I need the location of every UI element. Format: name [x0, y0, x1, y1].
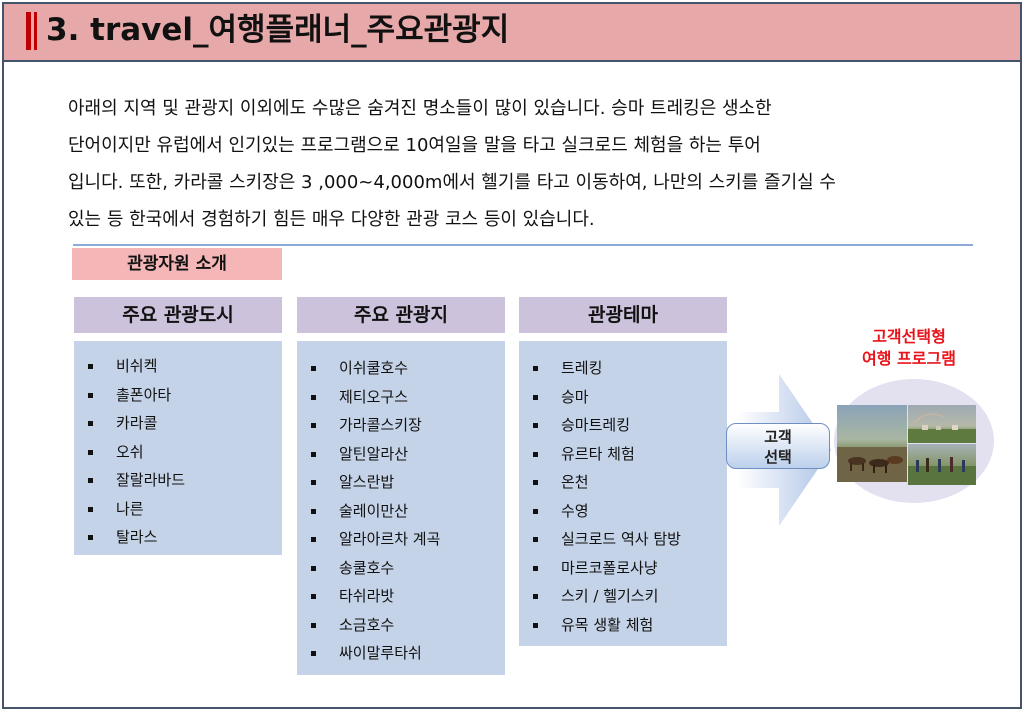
- riders-photo: [908, 444, 976, 485]
- list-item: 비쉬켁: [74, 352, 282, 381]
- intro-line: 단어이지만 유럽에서 인기있는 프로그램으로 10여일을 말을 타고 실크로드 …: [68, 135, 761, 156]
- landscape-photo: [908, 405, 976, 443]
- list-item: 이쉬쿨호수: [297, 354, 505, 383]
- column-header-themes: 관광테마: [519, 297, 727, 333]
- title-bar: 3. travel_여행플래너_주요관광지: [4, 4, 1020, 62]
- list-item: 알라아르차 계곡: [297, 525, 505, 554]
- list-item: 승마: [519, 383, 727, 412]
- intro-line: 있는 등 한국에서 경험하기 힘든 매우 다양한 관광 코스 등이 있습니다.: [68, 209, 595, 230]
- list-item: 잘랄라바드: [74, 466, 282, 495]
- list-item: 스키 / 헬기스키: [519, 582, 727, 611]
- program-title-line2: 여행 프로그램: [862, 349, 956, 368]
- divider: [73, 244, 973, 246]
- list-item: 싸이말루타쉬: [297, 639, 505, 668]
- list-item: 탈라스: [74, 523, 282, 552]
- program-title: 고객선택형 여행 프로그램: [834, 326, 984, 370]
- list-item: 실크로드 역사 탐방: [519, 525, 727, 554]
- theme-list: 트레킹 승마 승마트레킹 유르타 체험 온천 수영 실크로드 역사 탐방 마르코…: [519, 354, 727, 639]
- list-item: 촐폰아타: [74, 381, 282, 410]
- attraction-list: 이쉬쿨호수 제티오구스 가라콜스키장 알틴알라산 알스란밥 술레이만산 알라아르…: [297, 354, 505, 668]
- choice-label-line2: 선택: [764, 448, 792, 466]
- column-header-attractions: 주요 관광지: [297, 297, 505, 333]
- list-item: 온천: [519, 468, 727, 497]
- list-item: 트레킹: [519, 354, 727, 383]
- column-box-cities: 비쉬켁 촐폰아타 카라콜 오쉬 잘랄라바드 나른 탈라스: [74, 341, 282, 555]
- column-box-attractions: 이쉬쿨호수 제티오구스 가라콜스키장 알틴알라산 알스란밥 술레이만산 알라아르…: [297, 341, 505, 675]
- list-item: 마르코폴로사냥: [519, 554, 727, 583]
- page-title: 3. travel_여행플래너_주요관광지: [46, 12, 510, 48]
- list-item: 수영: [519, 497, 727, 526]
- list-item: 알틴알라산: [297, 440, 505, 469]
- list-item: 유르타 체험: [519, 440, 727, 469]
- list-item: 송쿨호수: [297, 554, 505, 583]
- customer-choice-button[interactable]: 고객 선택: [726, 423, 830, 469]
- intro-paragraph: 아래의 지역 및 관광지 이외에도 수많은 숨겨진 명소들이 많이 있습니다. …: [68, 90, 966, 238]
- list-item: 가라콜스키장: [297, 411, 505, 440]
- list-item: 술레이만산: [297, 497, 505, 526]
- column-box-themes: 트레킹 승마 승마트레킹 유르타 체험 온천 수영 실크로드 역사 탐방 마르코…: [519, 341, 727, 646]
- list-item: 나른: [74, 495, 282, 524]
- list-item: 소금호수: [297, 611, 505, 640]
- intro-line: 아래의 지역 및 관광지 이외에도 수많은 숨겨진 명소들이 많이 있습니다. …: [68, 98, 772, 119]
- list-item: 알스란밥: [297, 468, 505, 497]
- program-title-line1: 고객선택형: [872, 327, 946, 346]
- list-item: 카라콜: [74, 409, 282, 438]
- column-header-cities: 주요 관광도시: [74, 297, 282, 333]
- choice-label-line1: 고객: [764, 428, 792, 446]
- city-list: 비쉬켁 촐폰아타 카라콜 오쉬 잘랄라바드 나른 탈라스: [74, 352, 282, 552]
- list-item: 오쉬: [74, 438, 282, 467]
- intro-line: 입니다. 또한, 카라콜 스키장은 3 ,000~4,000m에서 헬기를 타고…: [68, 172, 836, 193]
- horses-photo: [837, 405, 907, 482]
- section-label: 관광자원 소개: [72, 248, 282, 280]
- list-item: 타쉬라밧: [297, 582, 505, 611]
- title-accent-bar: [26, 12, 31, 50]
- title-accent-bar-thin: [34, 12, 37, 50]
- list-item: 제티오구스: [297, 383, 505, 412]
- list-item: 승마트레킹: [519, 411, 727, 440]
- list-item: 유목 생활 체험: [519, 611, 727, 640]
